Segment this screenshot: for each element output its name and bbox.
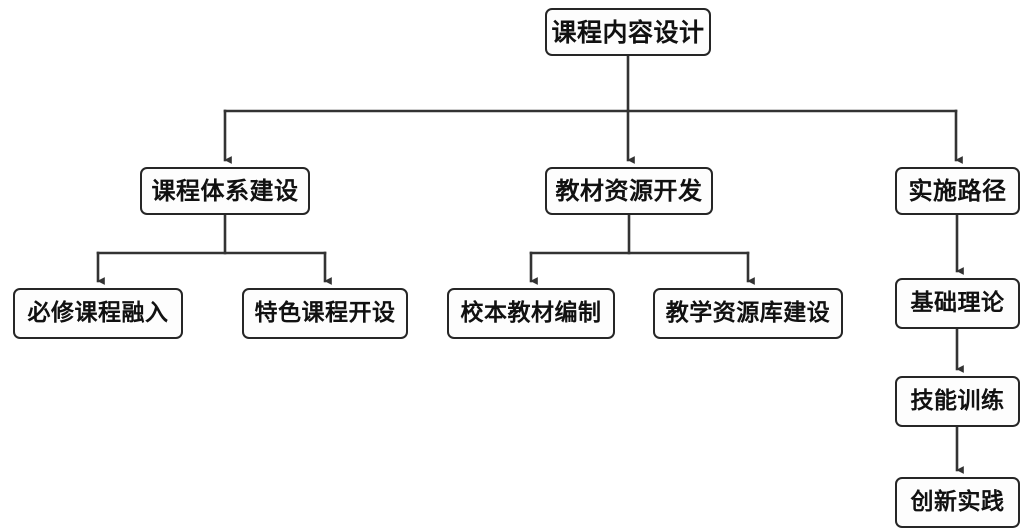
node-branch-implementation-path-label: 实施路径 [908, 177, 1007, 205]
node-branch-curriculum-system[interactable]: 课程体系建设 [140, 167, 310, 215]
node-chain-innovation-practice[interactable]: 创新实践 [895, 477, 1020, 528]
node-leaf-school-textbook-label: 校本教材编制 [460, 300, 602, 326]
node-chain-skill-training[interactable]: 技能训练 [895, 376, 1020, 427]
node-chain-basic-theory-label: 基础理论 [910, 290, 1005, 316]
node-leaf-teaching-resource-library[interactable]: 教学资源库建设 [653, 288, 843, 339]
node-root-label: 课程内容设计 [551, 17, 705, 47]
node-leaf-featured-course-label: 特色课程开设 [254, 300, 396, 326]
node-leaf-teaching-resource-library-label: 教学资源库建设 [665, 300, 831, 326]
node-leaf-required-course-label: 必修课程融入 [27, 300, 169, 326]
node-chain-skill-training-label: 技能训练 [910, 388, 1005, 414]
node-root[interactable]: 课程内容设计 [545, 8, 711, 56]
node-chain-basic-theory[interactable]: 基础理论 [895, 278, 1020, 329]
node-chain-innovation-practice-label: 创新实践 [910, 489, 1005, 515]
node-leaf-school-textbook[interactable]: 校本教材编制 [447, 288, 615, 339]
node-branch-curriculum-system-label: 课程体系建设 [151, 177, 299, 205]
node-branch-implementation-path[interactable]: 实施路径 [895, 167, 1020, 215]
node-leaf-featured-course[interactable]: 特色课程开设 [242, 288, 408, 339]
node-branch-material-resource-label: 教材资源开发 [555, 177, 703, 205]
node-leaf-required-course[interactable]: 必修课程融入 [13, 288, 183, 339]
node-branch-material-resource[interactable]: 教材资源开发 [545, 167, 713, 215]
